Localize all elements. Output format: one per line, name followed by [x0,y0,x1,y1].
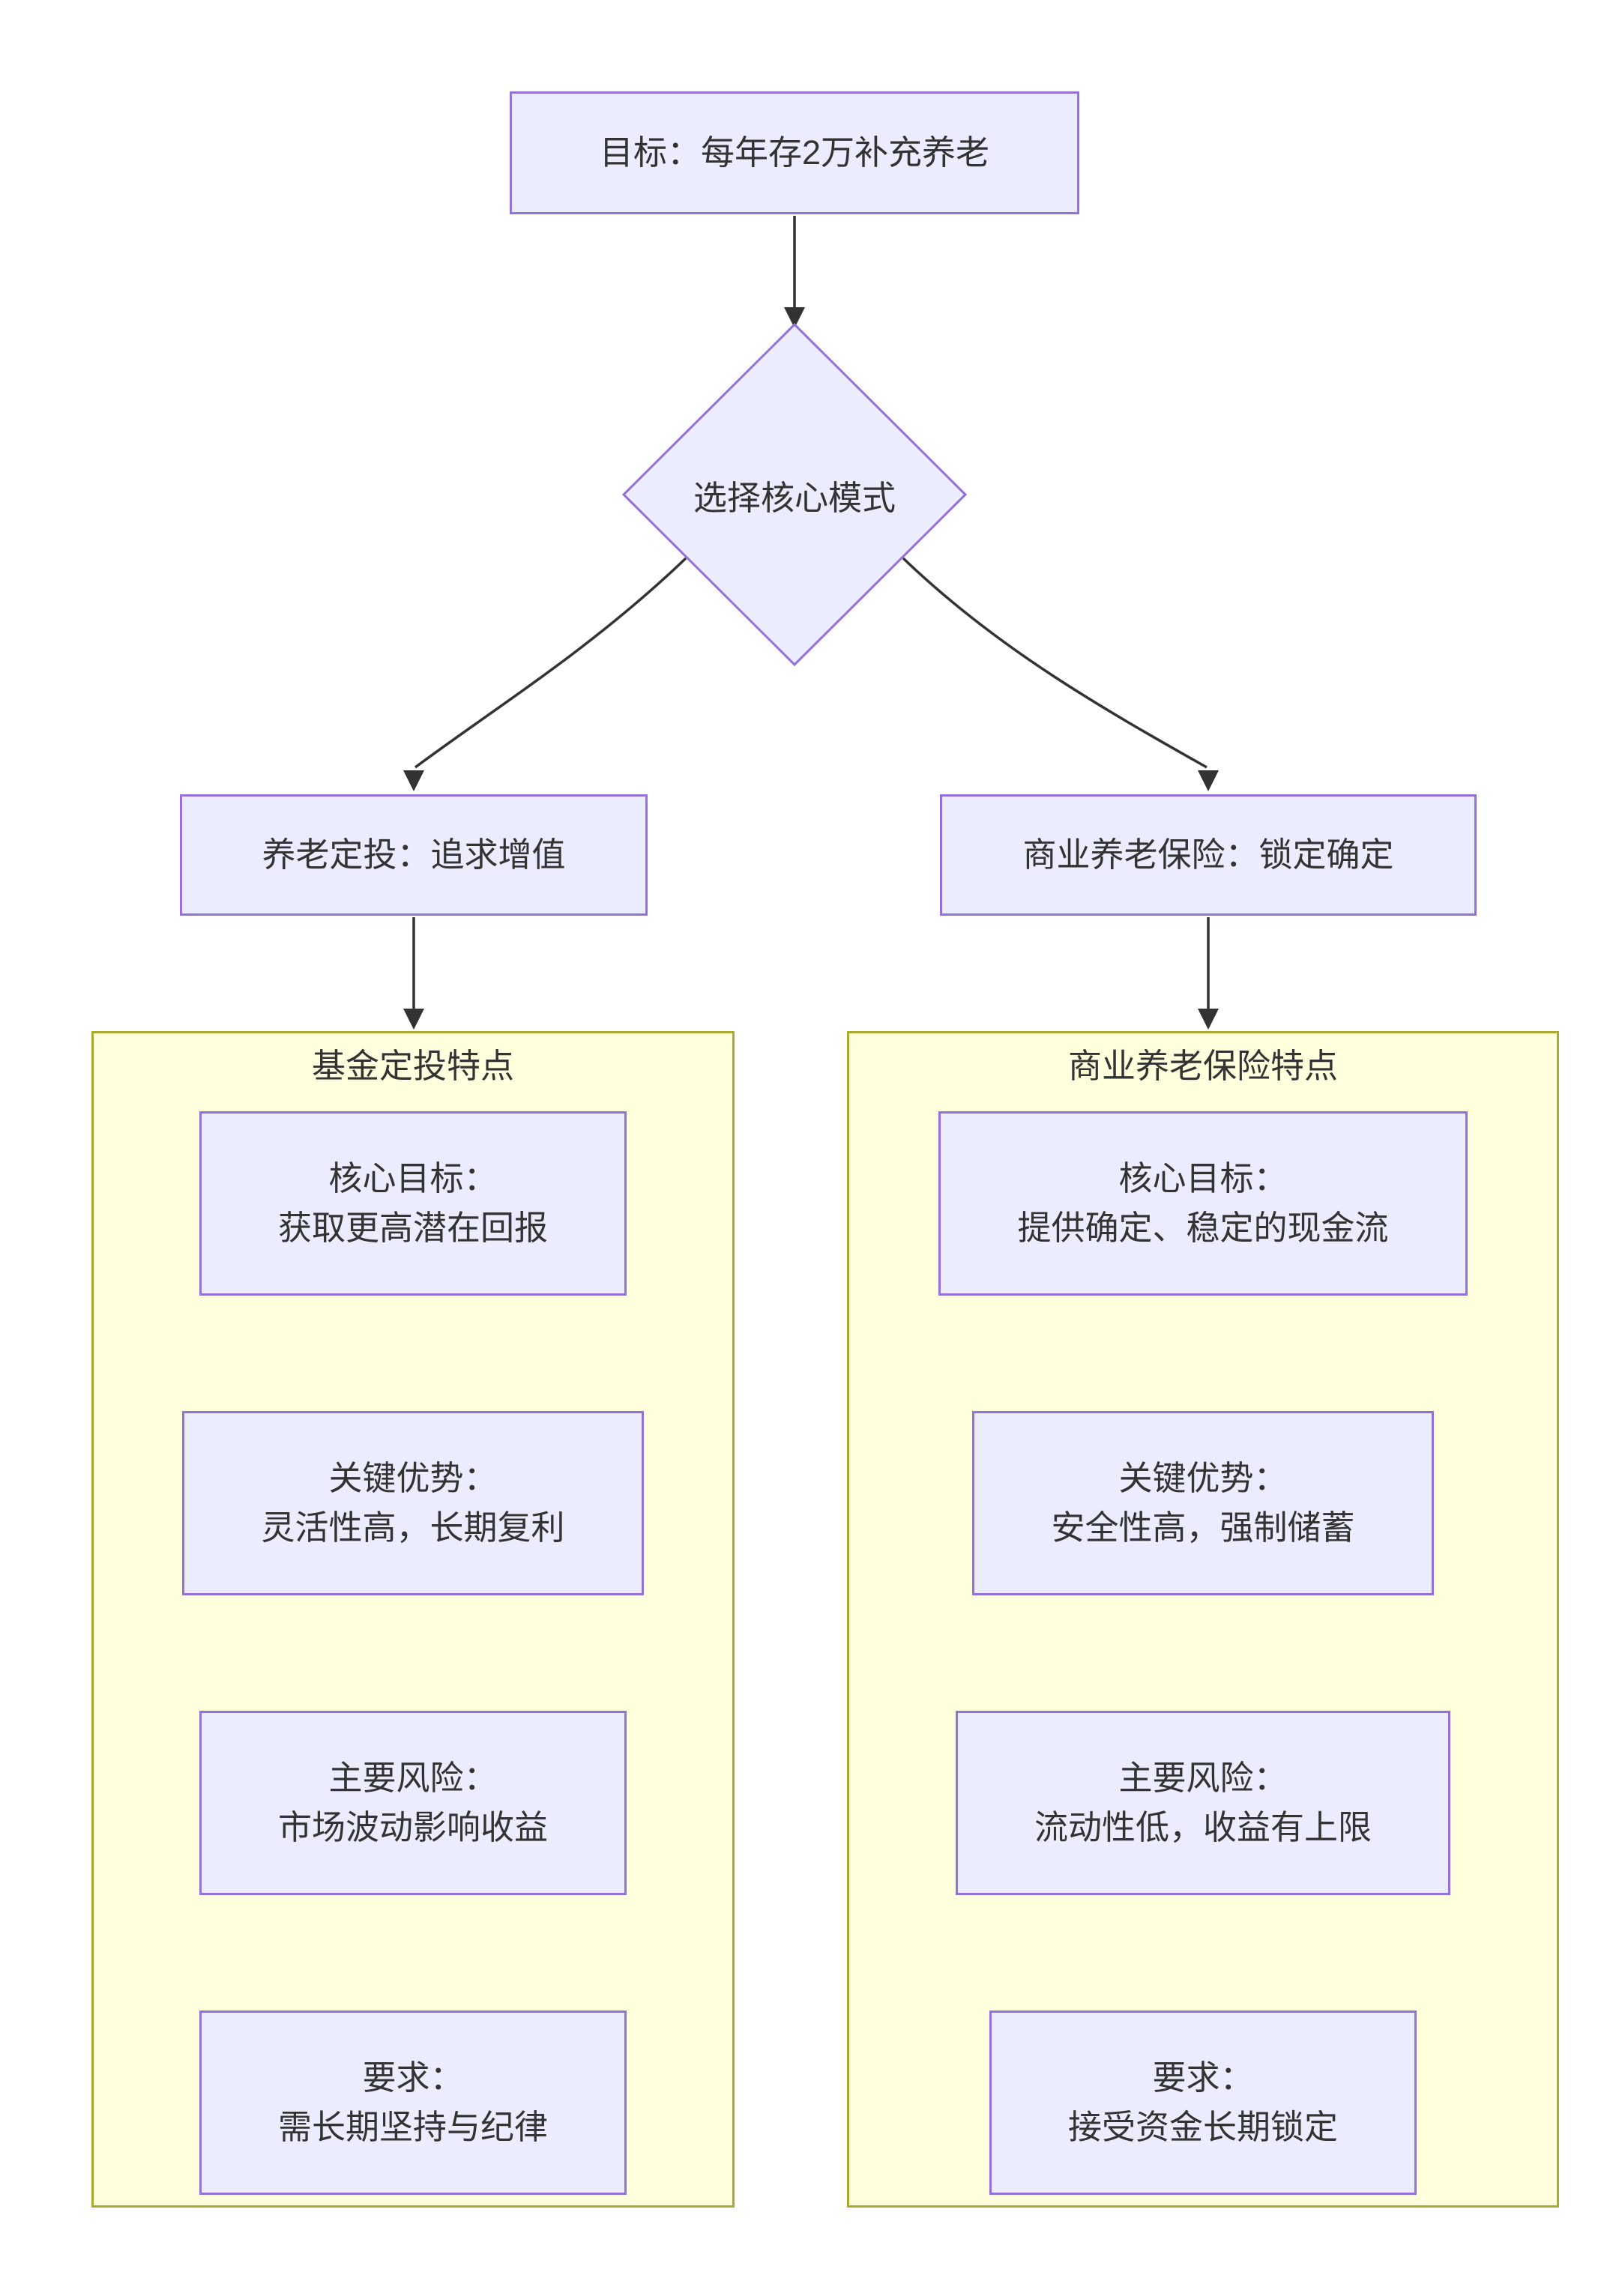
feature-box-requirement: 要求： 接受资金长期锁定 [989,2010,1417,2195]
feature-line: 关键优势： [1118,1459,1288,1497]
feature-box-main-risk: 主要风险： 流动性低，收益有上限 [955,1711,1450,1895]
feature-line: 获取更高潜在回报 [277,1209,548,1247]
feature-line: 主要风险： [1118,1759,1288,1797]
node-goal: 目标：每年存2万补充养老 [510,91,1079,214]
fund-feature-list: 核心目标： 获取更高潜在回报 关键优势： 灵活性高，长期复利 主要风险： 市场波… [182,1111,644,2195]
node-branch-right-label: 商业养老保险：锁定确定 [1022,836,1394,874]
container-fund-features: 基金定投特点 核心目标： 获取更高潜在回报 关键优势： 灵活性高，长期复利 主要… [91,1031,735,2208]
feature-line: 灵活性高，长期复利 [261,1508,565,1547]
feature-line: 流动性低，收益有上限 [1034,1808,1372,1846]
container-insurance-features: 商业养老保险特点 核心目标： 提供确定、稳定的现金流 关键优势： 安全性高，强制… [847,1031,1559,2208]
feature-line: 关键优势： [328,1459,498,1497]
node-branch-right: 商业养老保险：锁定确定 [940,794,1477,916]
container-insurance-title: 商业养老保险特点 [1067,1047,1338,1085]
arrowhead-icon [403,770,424,791]
insurance-feature-list: 核心目标： 提供确定、稳定的现金流 关键优势： 安全性高，强制储蓄 主要风险： … [938,1111,1468,2195]
node-decision-label: 选择核心模式 [693,478,896,517]
feature-box-key-advantage: 关键优势： 安全性高，强制储蓄 [972,1411,1434,1595]
node-branch-left-label: 养老定投：追求增值 [262,836,566,874]
feature-box-requirement: 要求： 需长期坚持与纪律 [199,2010,627,2195]
feature-line: 要求： [1152,2058,1254,2097]
node-goal-label: 目标：每年存2万补充养老 [599,133,990,172]
feature-line: 提供确定、稳定的现金流 [1017,1209,1389,1247]
feature-box-core-goal: 核心目标： 提供确定、稳定的现金流 [938,1111,1468,1296]
feature-line: 安全性高，强制储蓄 [1051,1508,1355,1547]
feature-line: 核心目标： [1118,1159,1288,1197]
node-decision: 选择核心模式 [622,323,967,666]
feature-box-main-risk: 主要风险： 市场波动影响收益 [199,1711,627,1895]
diamond-shape-icon [622,323,967,666]
feature-line: 核心目标： [328,1159,498,1197]
feature-line: 市场波动影响收益 [277,1808,548,1846]
feature-box-core-goal: 核心目标： 获取更高潜在回报 [199,1111,627,1296]
arrowhead-icon [1198,1009,1219,1030]
container-fund-title: 基金定投特点 [311,1047,514,1085]
arrowhead-icon [403,1009,424,1030]
feature-line: 需长期坚持与纪律 [277,2108,548,2146]
node-branch-left: 养老定投：追求增值 [180,794,648,916]
feature-line: 主要风险： [328,1759,498,1797]
feature-box-key-advantage: 关键优势： 灵活性高，长期复利 [182,1411,644,1595]
arrowhead-icon [1198,770,1219,791]
feature-line: 接受资金长期锁定 [1067,2108,1338,2146]
feature-line: 要求： [362,2058,464,2097]
